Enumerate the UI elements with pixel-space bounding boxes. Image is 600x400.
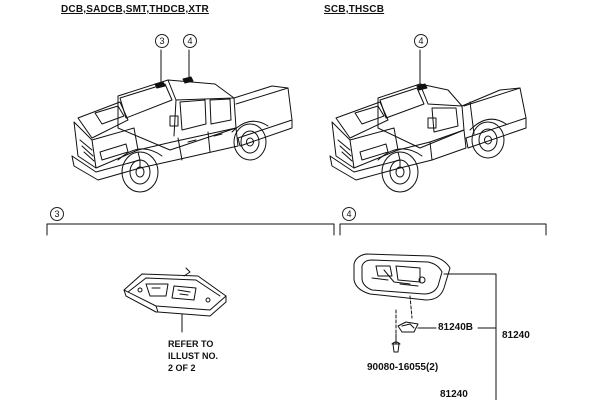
refer-note-line-1: REFER TO xyxy=(168,339,214,349)
part-number-81240b[interactable]: 81240B xyxy=(438,322,474,333)
section-4-bracket xyxy=(339,223,547,236)
part-number-screw[interactable]: 90080-16055(2) xyxy=(367,362,439,373)
refer-note-line-3: 2 OF 2 xyxy=(168,363,196,373)
left-variant-header: DCB,SADCB,SMT,THDCB,XTR xyxy=(61,4,209,15)
part-number-81240[interactable]: 81240 xyxy=(502,330,530,341)
callout-4-top-right: 4 xyxy=(414,34,428,48)
part-number-partial-bottom: 81240 xyxy=(440,389,468,400)
right-variant-header: SCB,THSCB xyxy=(324,4,385,15)
section-3-bracket xyxy=(46,223,335,236)
refer-note-line-2: ILLUST NO. xyxy=(168,351,218,361)
callout-3-top: 3 xyxy=(155,34,169,48)
lamp-base-section-3 xyxy=(123,267,227,333)
double-cab-truck-drawing xyxy=(71,49,293,193)
callout-4-top-left: 4 xyxy=(183,34,197,48)
single-cab-truck-drawing xyxy=(329,49,527,193)
lamp-assembly-section-4 xyxy=(353,253,497,400)
callout-3-section: 3 xyxy=(50,207,64,221)
callout-4-section: 4 xyxy=(342,207,356,221)
refer-note: REFER TO ILLUST NO. 2 OF 2 xyxy=(168,338,218,374)
